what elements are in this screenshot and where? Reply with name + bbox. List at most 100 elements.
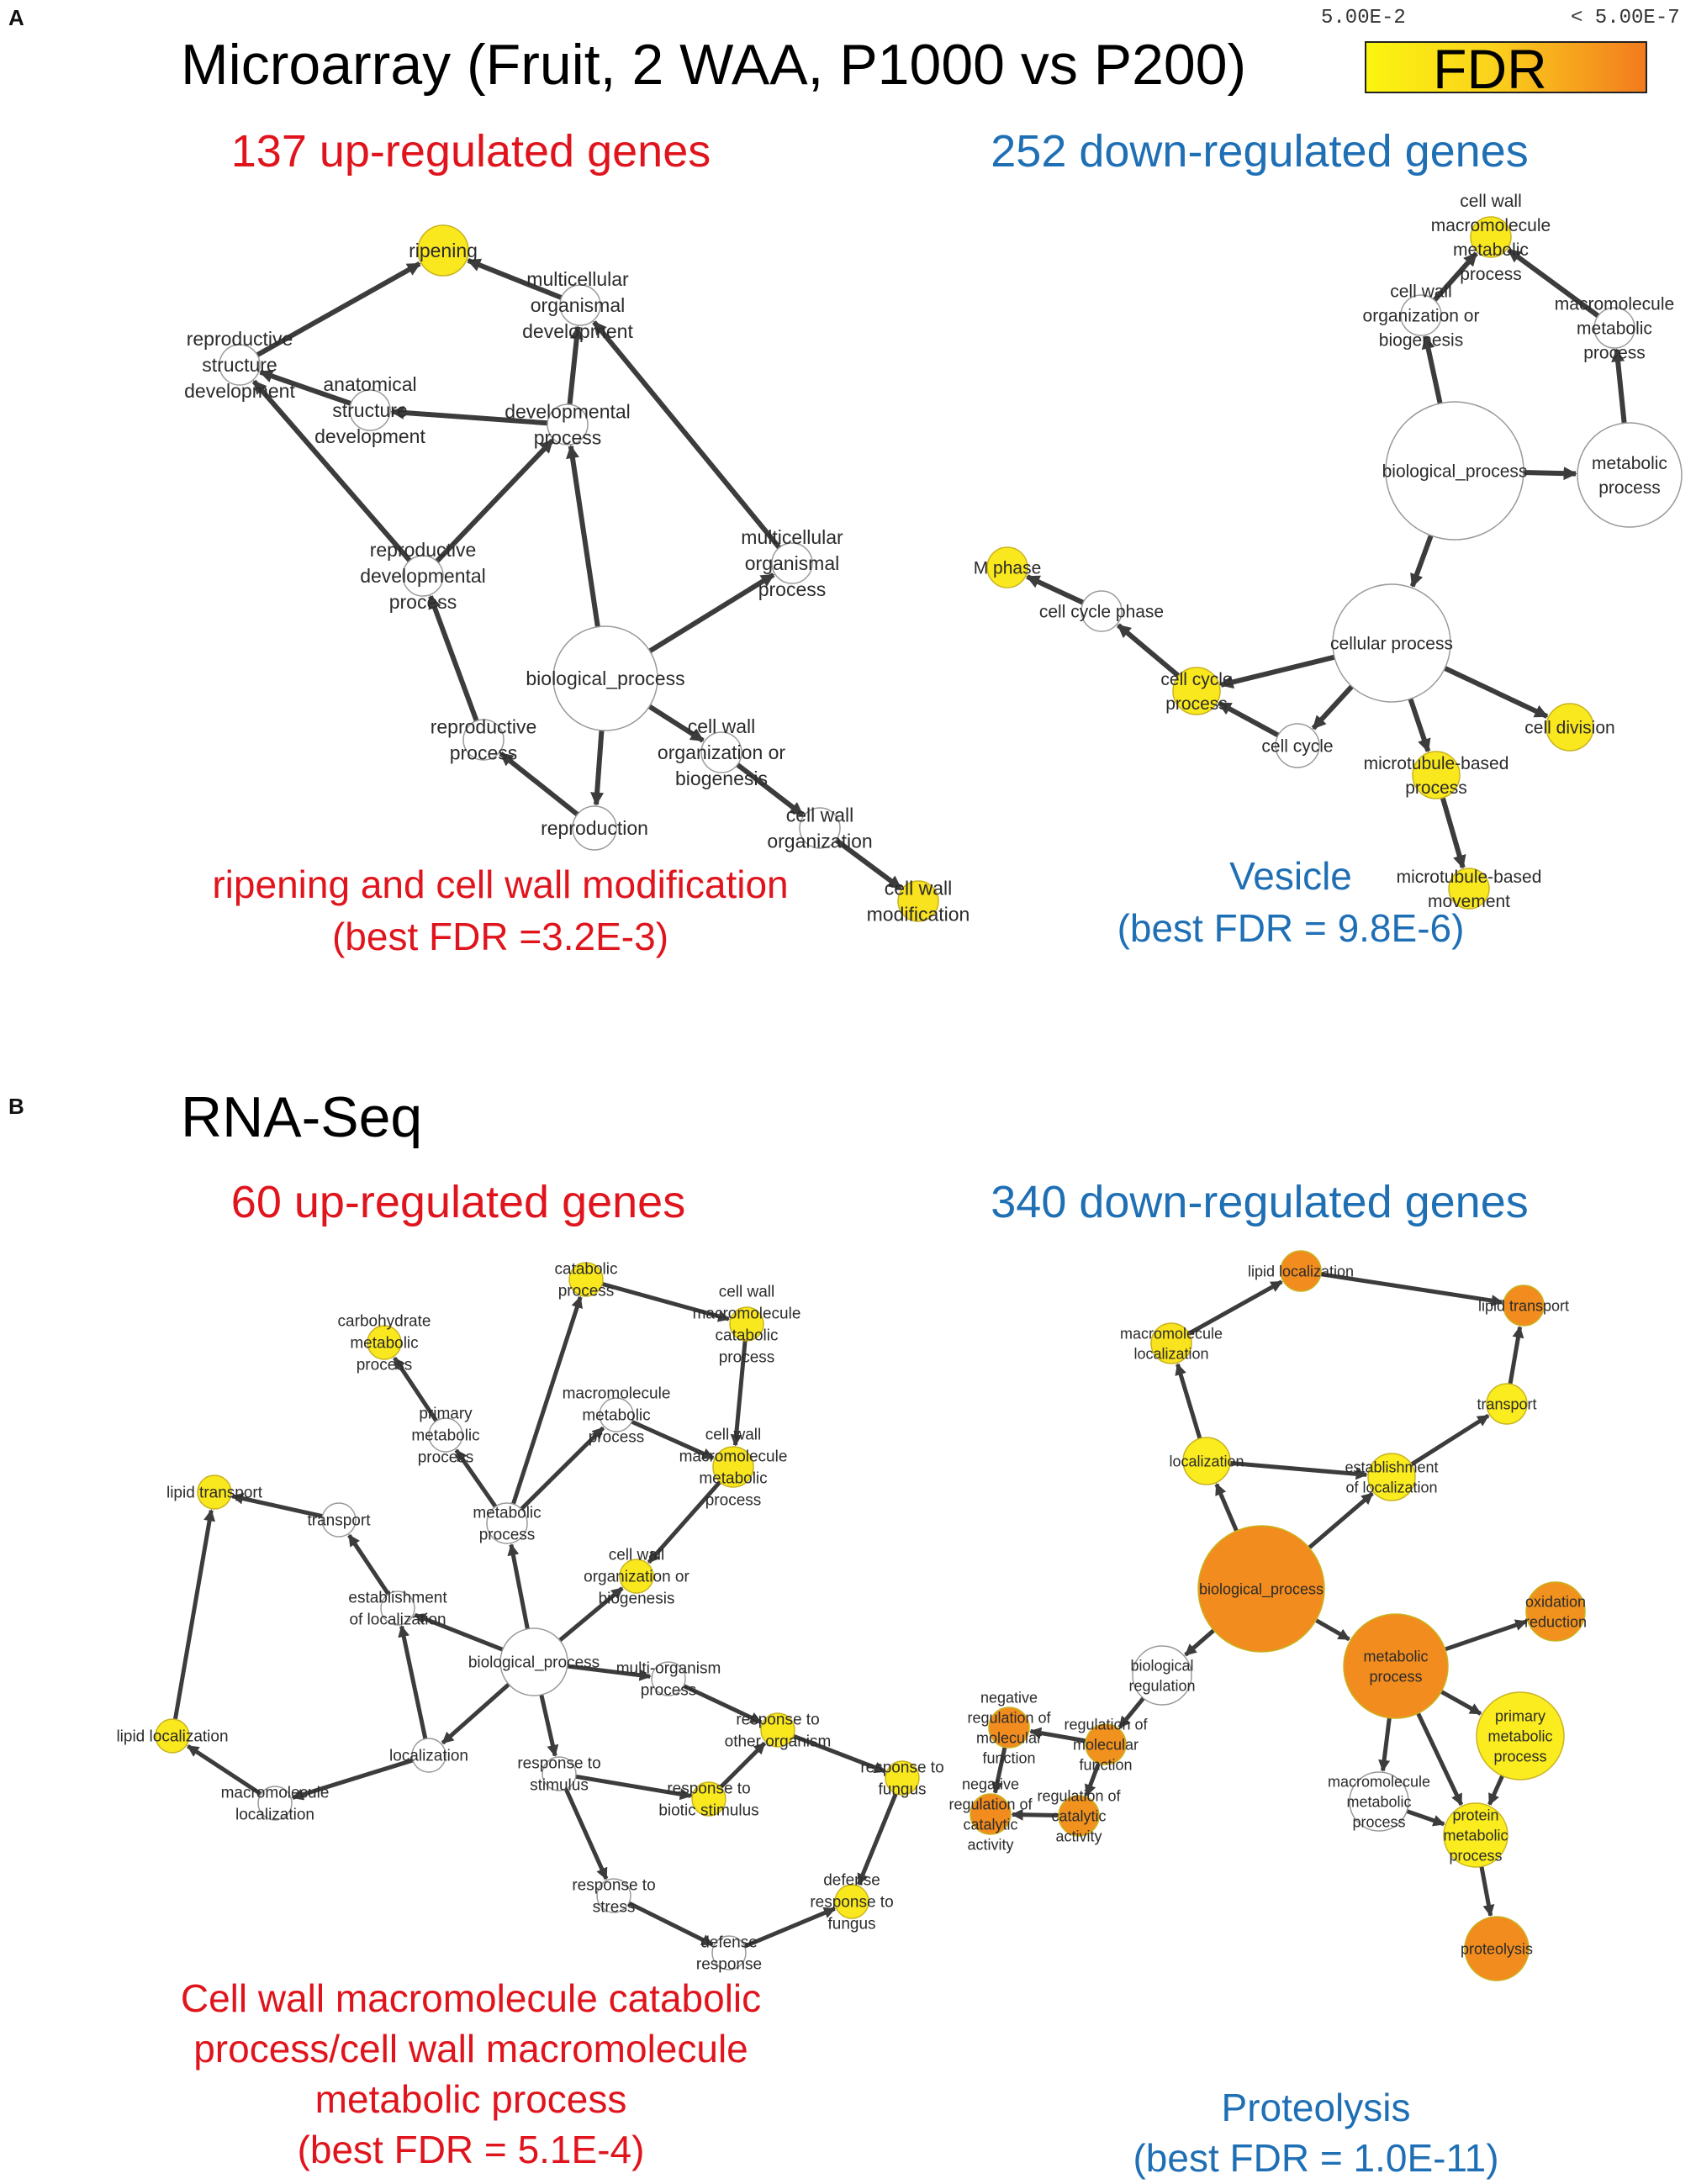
node-label-a-down-cwmm-1: macromolecule (1431, 216, 1551, 235)
node-circle-b-down-metp (1343, 1613, 1449, 1719)
edge-b-up-dr-to-drf (743, 1907, 836, 1949)
node-label-a-up-rsd-1: structure (202, 354, 277, 376)
node-label-b-up-pmp-1: metabolic (411, 1427, 479, 1445)
node-label-a-down-cd-0: cell division (1524, 718, 1614, 737)
node-circle-b-down-loc (1182, 1437, 1231, 1485)
node-b-down-prot: proteolysis (1461, 1916, 1533, 1981)
edge-a-down-cp-to-ccp (1219, 654, 1335, 689)
node-circle-b-up-rtst (596, 1878, 631, 1913)
node-label-b-down-rmf-0: regulation of (1064, 1716, 1148, 1733)
edge-b-up-cwmm-to-cwob (647, 1480, 721, 1564)
node-label-b-up-chmp-2: process (357, 1357, 413, 1374)
node-label-b-down-prot-0: proteolysis (1461, 1940, 1533, 1957)
edge-a-up-bp-to-rep (590, 730, 605, 806)
network-nodes: biological_processripeningmulticellularo… (116, 192, 1683, 1981)
node-circle-a-up-rip (417, 224, 469, 277)
node-circle-b-down-mmp (1349, 1771, 1409, 1832)
node-label-a-up-rep-0: reproduction (541, 817, 648, 839)
node-circle-b-down-prot (1464, 1916, 1530, 1981)
node-label-b-down-bp-0: biological_process (1199, 1580, 1324, 1598)
node-circle-b-down-pmp (1476, 1691, 1565, 1780)
edge-a-down-metp-to-mmp (1611, 348, 1627, 424)
edge-b-up-bp-to-loc (441, 1682, 510, 1745)
node-label-b-down-mmp-0: macromolecule (1328, 1773, 1430, 1790)
node-b-up-tr: transport (308, 1502, 371, 1538)
node-label-a-down-cp-0: cellular process (1330, 634, 1453, 653)
node-circle-a-up-cwob (700, 731, 742, 773)
node-label-b-down-loc-0: localization (1169, 1453, 1244, 1469)
node-label-a-up-dp-0: developmental (505, 401, 631, 423)
node-circle-a-up-rdp (402, 555, 444, 597)
node-label-a-down-mbp-0: microtubule-based (1364, 754, 1509, 773)
node-circle-b-down-ltr (1503, 1285, 1545, 1327)
node-circle-a-down-mmp (1593, 307, 1635, 349)
node-label-a-up-cwob-1: organization or (658, 741, 785, 763)
node-label-b-up-cwmm-3: process (705, 1492, 762, 1510)
node-circle-b-up-mmp (599, 1397, 634, 1432)
node-label-a-down-mmp-2: process (1583, 343, 1646, 362)
edge-b-up-tr-to-lt (231, 1492, 324, 1519)
node-label-b-down-nrca-1: regulation of (948, 1796, 1033, 1812)
edge-b-up-pmp-to-chmp (393, 1356, 439, 1422)
node-label-b-down-rmf-2: function (1079, 1756, 1132, 1773)
node-label-a-up-rdp-0: reproductive (370, 539, 477, 561)
node-label-a-up-mod-0: multicellular (526, 268, 629, 290)
node-label-b-down-rca-1: catalytic (1051, 1807, 1106, 1824)
node-label-b-up-drf-0: defense (823, 1872, 880, 1890)
node-label-b-up-rtbs-1: biotic stimulus (658, 1802, 758, 1820)
node-label-a-up-rp-1: process (450, 742, 518, 764)
node-circle-b-down-eol (1367, 1453, 1416, 1501)
fdr-legend-low: 5.00E-2 (1321, 7, 1406, 29)
edge-b-up-metp-to-pmp (454, 1448, 498, 1508)
node-label-a-up-asd-0: anatomical (323, 373, 416, 395)
node-label-b-up-eol-1: of localization (349, 1612, 446, 1629)
edge-a-down-cp-to-cd (1444, 666, 1549, 719)
node-b-down-loc: localization (1169, 1437, 1244, 1485)
edge-b-up-eol-to-tr (347, 1533, 390, 1596)
edge-a-down-cc-to-ccp (1217, 700, 1280, 738)
edge-b-down-mmp-to-prmp (1406, 1809, 1445, 1827)
node-label-b-up-cwmc-0: cell wall (719, 1284, 775, 1301)
node-a-down-ccph: cell cycle phase (1039, 590, 1164, 632)
node-circle-b-up-ll (155, 1718, 190, 1754)
node-circle-b-up-cwmm (712, 1446, 754, 1488)
node-label-b-down-metp-1: process (1369, 1668, 1422, 1685)
node-label-a-down-cwob-0: cell wall (1390, 282, 1452, 301)
node-circle-a-up-mod (559, 284, 601, 326)
node-circle-a-down-mph (986, 546, 1028, 588)
node-label-b-up-chmp-0: carbohydrate (338, 1313, 431, 1331)
edge-a-up-rsd-to-rip (256, 261, 421, 357)
edge-a-down-bp-to-metp (1523, 467, 1577, 481)
edge-b-up-bp-to-metp (507, 1543, 530, 1630)
node-circle-a-down-cwob (1400, 294, 1442, 336)
node-circle-b-up-cwmc (729, 1306, 764, 1342)
node-label-a-down-ccp-0: cell cycle (1160, 670, 1232, 689)
edge-a-up-bp-to-cwob (647, 704, 705, 743)
node-label-a-down-ccph-0: cell cycle phase (1039, 602, 1164, 621)
edge-a-down-mbp-to-mbm (1440, 797, 1466, 869)
node-label-b-up-mmp-2: process (589, 1429, 645, 1447)
node-a-down-mph: M phase (974, 546, 1041, 588)
edge-b-up-loc-to-ml (291, 1758, 414, 1801)
node-b-down-lloc: lipid localization (1248, 1250, 1354, 1292)
node-label-b-down-mmp-1: metabolic (1346, 1793, 1411, 1810)
edge-b-up-metp-to-mmp (520, 1426, 605, 1511)
node-label-a-up-mop-2: process (758, 578, 827, 600)
node-label-a-up-rdp-1: developmental (360, 565, 486, 587)
node-label-b-down-lloc-0: lipid localization (1248, 1263, 1354, 1279)
a-up-heading: 137 up-regulated genes (231, 126, 711, 177)
edge-b-down-bp-to-metp (1314, 1618, 1350, 1642)
node-label-b-up-drf-1: response to (810, 1894, 893, 1912)
